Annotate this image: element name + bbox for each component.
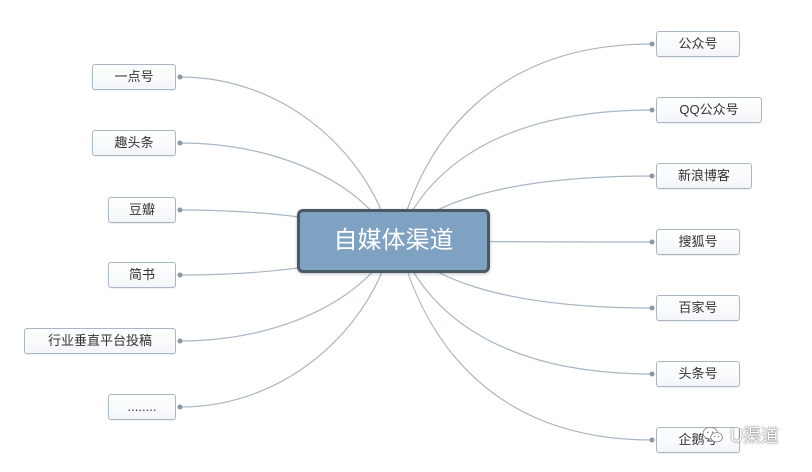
branch-node-souhuhao[interactable]: 搜狐号 <box>656 229 740 255</box>
connector-dot-right-6 <box>649 437 655 443</box>
watermark-text: U渠道 <box>730 426 779 446</box>
connector-dot-right-3 <box>649 239 655 245</box>
connector-dot-right-1 <box>649 107 655 113</box>
connector-dot-left-5 <box>177 404 183 410</box>
connector-dot-left-3 <box>177 272 183 278</box>
connector-right-6 <box>397 239 653 441</box>
connector-dot-right-0 <box>649 41 655 47</box>
connector-dot-right-2 <box>649 173 655 179</box>
watermark: U渠道 <box>702 420 779 450</box>
connector-dot-left-1 <box>177 140 183 146</box>
connector-dot-right-4 <box>649 305 655 311</box>
branch-node-douban[interactable]: 豆瓣 <box>108 197 176 223</box>
branch-node-toutiaohao[interactable]: 头条号 <box>656 361 740 387</box>
branch-node-gongzhonghao[interactable]: 公众号 <box>656 31 740 57</box>
connector-right-0 <box>397 43 653 241</box>
branch-node-qiehao[interactable]: 企鹅号 <box>656 427 740 453</box>
branch-node-jianshu[interactable]: 简书 <box>108 262 176 288</box>
connector-dot-right-5 <box>649 371 655 377</box>
branch-node-qq-gongzhonghao[interactable]: QQ公众号 <box>656 97 762 123</box>
branch-node-industry-platform[interactable]: 行业垂直平台投稿 <box>24 328 176 354</box>
connector-left-5 <box>179 241 393 408</box>
branch-node-more[interactable]: ........ <box>108 394 176 420</box>
connector-dot-left-4 <box>177 338 183 344</box>
branch-node-yidianhao[interactable]: 一点号 <box>92 64 176 90</box>
branch-node-qutoutiao[interactable]: 趣头条 <box>92 130 176 156</box>
branch-node-sina-blog[interactable]: 新浪博客 <box>656 163 752 189</box>
branch-node-baijiahao[interactable]: 百家号 <box>656 295 740 321</box>
connector-dot-left-2 <box>177 207 183 213</box>
central-topic[interactable]: 自媒体渠道 <box>297 209 490 273</box>
wechat-logo-icon <box>702 426 723 443</box>
connector-dot-left-0 <box>177 74 183 80</box>
